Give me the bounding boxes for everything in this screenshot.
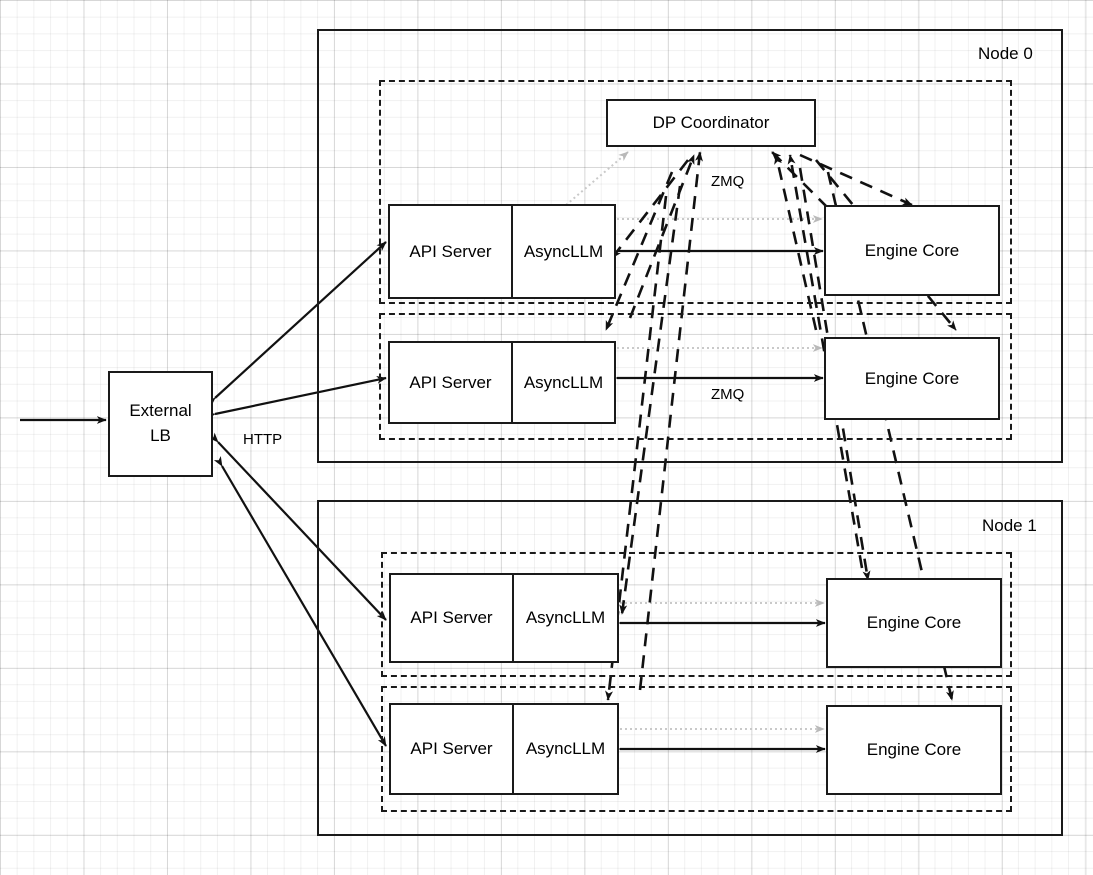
node-0-group-1-async-llm-label: AsyncLLM [523,372,604,392]
dp-coordinator[interactable]: DP Coordinator [606,99,816,147]
node-0-group-0-async-llm-label: AsyncLLM [523,241,604,261]
external-lb-label-line1: External [129,401,192,421]
node-1-group-1-async-llm-label: AsyncLLM [525,739,606,758]
node-0-group-0-api-server-label: API Server [390,206,513,297]
node-0-group-0-engine-core[interactable]: Engine Core [824,205,1000,296]
node-0-group-0-zmq-label: ZMQ [711,173,745,190]
node-1-group-0-frame [381,552,1012,677]
node-0-label: Node 0 [978,44,1033,63]
node-1-group-1-engine-core-label: Engine Core [866,740,962,759]
node-1-group-0-async-llm-label: AsyncLLM [525,608,606,627]
node-0-group-1-engine-core[interactable]: Engine Core [824,337,1000,420]
node-1-group-0-api-server-label: API Server [391,575,514,661]
node-1-frame [317,500,1063,836]
node-1-group-1-api-server-box[interactable]: API Server AsyncLLM [389,703,619,795]
node-0-group-0-frame [379,80,1012,304]
node-0-group-0-api-server-box[interactable]: API Server AsyncLLM [388,204,616,299]
node-0-frame [317,29,1063,463]
external-lb[interactable]: External LB [108,371,213,477]
http-label: HTTP [243,431,283,448]
node-0-group-1-api-server-label: API Server [390,343,513,422]
node-0-group-1-api-server-box[interactable]: API Server AsyncLLM [388,341,616,424]
external-lb-label-line2: LB [150,426,171,445]
node-1-label: Node 1 [982,516,1037,535]
node-1-group-1-engine-core[interactable]: Engine Core [826,705,1002,795]
node-1-group-1-frame [381,686,1012,812]
node-1-group-1-api-server-label: API Server [391,705,514,793]
node-1-group-0-engine-core-label: Engine Core [866,613,962,632]
dp-coordinator-label: DP Coordinator [652,113,770,132]
node-0-group-1-frame [379,313,1012,440]
node-0-group-1-zmq-label: ZMQ [711,386,745,403]
node-1-group-0-engine-core[interactable]: Engine Core [826,578,1002,668]
node-0-group-0-engine-core-label: Engine Core [864,240,960,260]
node-0-group-1-engine-core-label: Engine Core [864,368,960,388]
node-1-group-0-api-server-box[interactable]: API Server AsyncLLM [389,573,619,663]
